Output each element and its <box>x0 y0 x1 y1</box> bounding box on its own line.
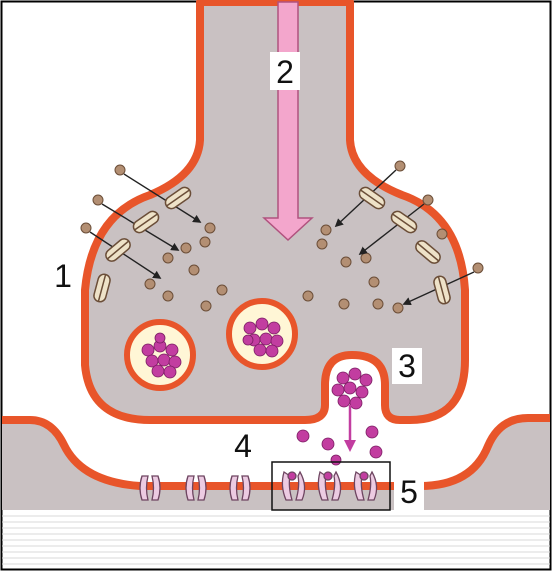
label-1: 1 <box>48 258 78 294</box>
label-4-text: 4 <box>234 428 252 464</box>
label-1-text: 1 <box>54 258 72 294</box>
label-3-text: 3 <box>398 348 416 384</box>
label-5: 5 <box>394 474 424 510</box>
label-3: 3 <box>392 348 422 384</box>
label-2: 2 <box>270 52 300 90</box>
vesicle-left <box>127 322 193 388</box>
vesicle-center <box>229 301 295 367</box>
label-2-text: 2 <box>276 54 294 90</box>
label-5-text: 5 <box>400 474 418 510</box>
label-4: 4 <box>228 428 258 464</box>
